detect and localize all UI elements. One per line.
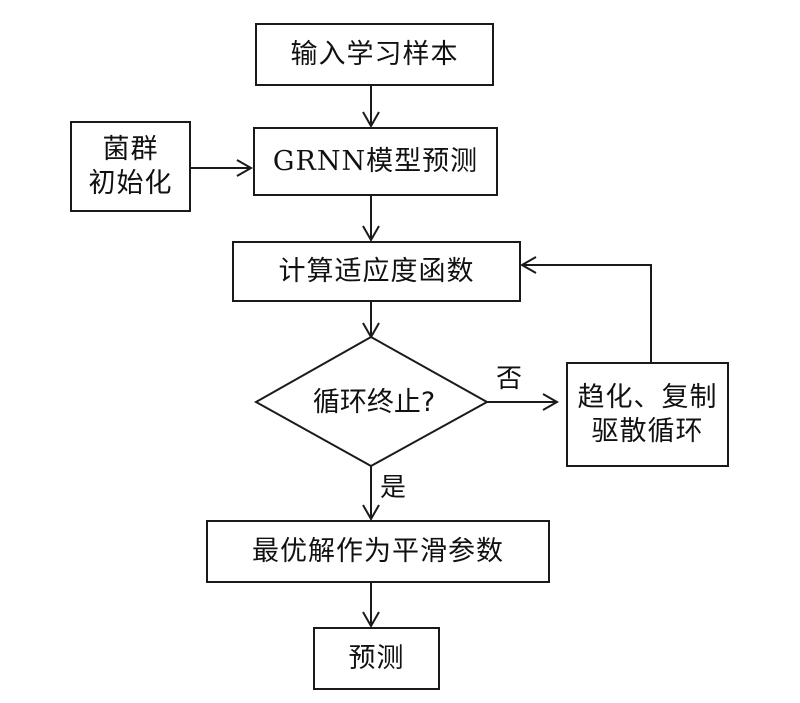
- decision-label: 循环终止?: [312, 387, 436, 418]
- arrowhead: [362, 225, 380, 243]
- arrowhead: [362, 111, 380, 129]
- swarm-init-label-line2: 初始化: [88, 167, 173, 199]
- optimal-box: 最优解作为平滑参数: [206, 520, 550, 583]
- fitness-label: 计算适应度函数: [278, 255, 475, 287]
- chemotaxis-label-line2: 驱散循环: [591, 415, 704, 447]
- arrowhead: [362, 611, 380, 629]
- chemotaxis-label-line1: 趋化、复制: [577, 381, 718, 413]
- optimal-label: 最优解作为平滑参数: [252, 535, 504, 567]
- arrowhead: [519, 256, 537, 274]
- arrowhead: [362, 504, 380, 522]
- yes-branch-label: 是: [380, 473, 407, 503]
- input-samples-box: 输入学习样本: [255, 23, 494, 86]
- input-samples-label: 输入学习样本: [290, 38, 459, 70]
- predict-box: 预测: [313, 627, 440, 690]
- swarm-init-label-line1: 菌群: [102, 133, 159, 165]
- grnn-predict-label: GRNN模型预测: [272, 145, 479, 177]
- arrowhead: [236, 159, 254, 177]
- arrow-loop-back: [522, 264, 652, 362]
- fitness-box: 计算适应度函数: [232, 241, 521, 302]
- predict-label: 预测: [348, 642, 405, 674]
- chemotaxis-box: 趋化、复制 驱散循环: [566, 362, 729, 467]
- arrowhead: [542, 393, 560, 411]
- no-branch-label: 否: [496, 364, 523, 394]
- grnn-predict-box: GRNN模型预测: [253, 127, 498, 196]
- swarm-init-box: 菌群 初始化: [70, 121, 191, 212]
